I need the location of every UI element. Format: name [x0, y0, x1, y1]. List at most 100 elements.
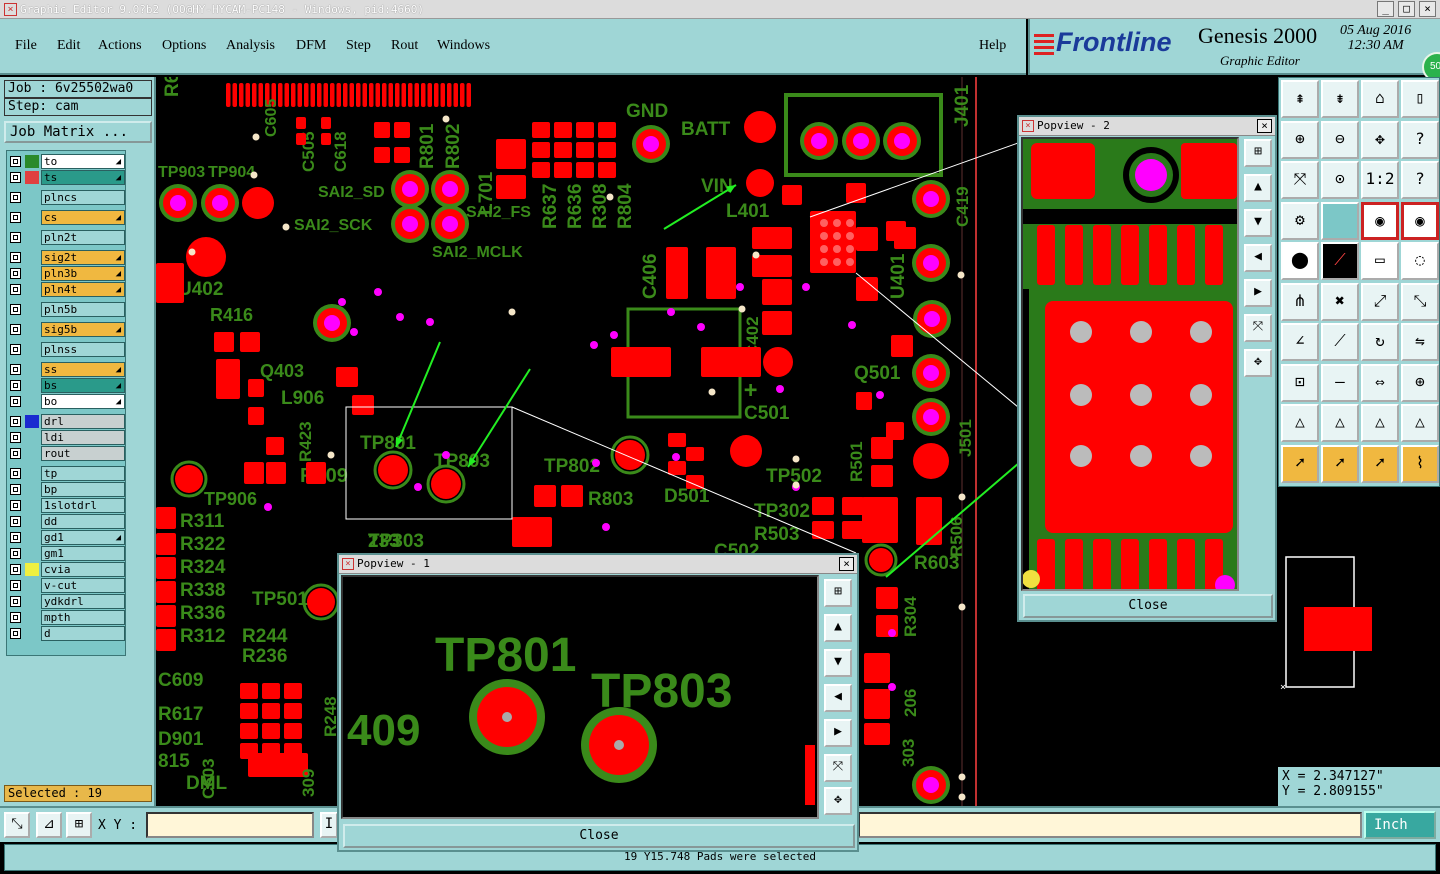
layer-color-swatch[interactable]	[25, 447, 39, 460]
layer-checkbox[interactable]	[10, 596, 21, 607]
layer-color-swatch[interactable]	[25, 363, 39, 376]
layer-row-sig5b[interactable]: sig5b◢	[7, 322, 127, 337]
delete-icon[interactable]: ✖	[1321, 282, 1359, 321]
layer-name[interactable]: dd	[41, 514, 125, 529]
layer-name[interactable]: pln2t	[41, 230, 125, 245]
layer-checkbox[interactable]	[10, 344, 21, 355]
copy-icon[interactable]: ⤡	[1401, 282, 1439, 321]
layer-color-swatch[interactable]	[25, 395, 39, 408]
layer-color-swatch[interactable]	[25, 415, 39, 428]
popview-center-icon[interactable]: ✥	[824, 787, 852, 815]
layer-color-swatch[interactable]	[25, 515, 39, 528]
pan-icon[interactable]: ✥	[1361, 120, 1399, 159]
layer-color-swatch[interactable]	[25, 563, 39, 576]
triangle-icon[interactable]: △	[1281, 404, 1319, 442]
menu-windows[interactable]: Windows	[437, 38, 491, 53]
ruler-icon[interactable]: ▭	[1361, 242, 1399, 280]
layer-color-swatch[interactable]	[25, 231, 39, 244]
layer-name[interactable]: bo◢	[41, 394, 125, 409]
layer-color-swatch[interactable]	[25, 627, 39, 640]
layer-checkbox[interactable]	[10, 564, 21, 575]
poly-icon[interactable]: △	[1361, 404, 1399, 442]
maximize-icon[interactable]: □	[1398, 1, 1415, 17]
mirror-icon[interactable]: ⇋	[1401, 323, 1439, 361]
layer-row-cvia[interactable]: cvia	[7, 562, 127, 577]
fit-icon[interactable]: ⤧	[1281, 161, 1319, 199]
layer-row-bp[interactable]: bp	[7, 482, 127, 497]
layer-color-swatch[interactable]	[25, 595, 39, 608]
layer-color-swatch[interactable]	[25, 547, 39, 560]
layer-color-swatch[interactable]	[25, 499, 39, 512]
distance-icon[interactable]: ⇔	[1361, 363, 1399, 402]
menu-step[interactable]: Step	[346, 38, 371, 53]
menu-file[interactable]: File	[15, 38, 37, 53]
layer-row-plnss[interactable]: plnss	[7, 342, 127, 357]
layer-name[interactable]: 1slotdrl	[41, 498, 125, 513]
layer-checkbox[interactable]	[10, 192, 21, 203]
menu-analysis[interactable]: Analysis	[226, 38, 275, 53]
layer-color-swatch[interactable]	[25, 211, 39, 224]
popview-down-icon[interactable]: ▼	[824, 649, 852, 677]
layer-row-cs[interactable]: cs◢	[7, 210, 127, 225]
layer-name[interactable]: to◢	[41, 154, 125, 169]
popview-1-view[interactable]: TP801 TP803 409	[341, 575, 819, 819]
layer-name[interactable]: sig2t◢	[41, 250, 125, 265]
layer-name[interactable]: plncs	[41, 190, 125, 205]
layer-name[interactable]: cvia	[41, 562, 125, 577]
layer-row-bo[interactable]: bo◢	[7, 394, 127, 409]
layer-checkbox[interactable]	[10, 416, 21, 427]
popview-2-close-button[interactable]: Close	[1023, 594, 1273, 618]
layer-row-ts[interactable]: ts◢	[7, 170, 127, 185]
feature-icon[interactable]: ⊡	[1281, 363, 1319, 402]
layer-name[interactable]: cs◢	[41, 210, 125, 225]
popview-1-titlebar[interactable]: × Popview - 1 ×	[339, 555, 857, 574]
layer-up-icon[interactable]: ⇞	[1281, 80, 1319, 118]
move-icon[interactable]: ⤢	[1361, 282, 1399, 321]
popview-center-icon[interactable]: ✥	[1244, 349, 1272, 377]
layer-color-swatch[interactable]	[25, 379, 39, 392]
layer-checkbox[interactable]	[10, 232, 21, 243]
measure-icon[interactable]: ⚙	[1281, 201, 1319, 240]
popview-up-icon[interactable]: ▲	[1244, 174, 1272, 202]
layer-row-ldi[interactable]: ldi	[7, 430, 127, 445]
layer-row-bs[interactable]: bs◢	[7, 378, 127, 393]
layer-name[interactable]: pln5b	[41, 302, 125, 317]
rotate-icon[interactable]: ↻	[1361, 323, 1399, 361]
snap-red-icon[interactable]: ◉	[1401, 201, 1439, 240]
popview-zoom-in-icon[interactable]: ⊞	[1244, 139, 1272, 167]
layer-checkbox[interactable]	[10, 172, 21, 183]
layer-checkbox[interactable]	[10, 252, 21, 263]
menu-edit[interactable]: Edit	[57, 38, 81, 53]
menu-help[interactable]: Help	[979, 38, 1007, 53]
layer-down-icon[interactable]: ⇟	[1321, 80, 1359, 118]
layer-checkbox[interactable]	[10, 268, 21, 279]
add-line-icon[interactable]: ⟋	[1321, 242, 1359, 280]
layer-row-dd[interactable]: dd	[7, 514, 127, 529]
layer-row-pln3b[interactable]: pln3b◢	[7, 266, 127, 281]
layer-checkbox[interactable]	[10, 284, 21, 295]
snap-mode-icon[interactable]: ⤡	[4, 812, 30, 838]
panel-icon[interactable]: ▯	[1401, 80, 1439, 118]
popview-2-close-icon[interactable]: ×	[1257, 119, 1272, 133]
zoom-in-icon[interactable]: ⊕	[1281, 120, 1319, 159]
layer-row-plncs[interactable]: plncs	[7, 190, 127, 205]
layer-name[interactable]: gd1◢	[41, 530, 125, 545]
layer-row-pln2t[interactable]: pln2t	[7, 230, 127, 245]
layer-row-1slotdrl[interactable]: 1slotdrl	[7, 498, 127, 513]
route-icon[interactable]: ⌇	[1401, 444, 1439, 483]
layer-row-pln5b[interactable]: pln5b	[7, 302, 127, 317]
layer-checkbox[interactable]	[10, 500, 21, 511]
layer-checkbox[interactable]	[10, 532, 21, 543]
app-icon[interactable]: ×	[4, 3, 17, 16]
layer-row-sig2t[interactable]: sig2t◢	[7, 250, 127, 265]
layer-name[interactable]: ydkdrl	[41, 594, 125, 609]
slope-icon[interactable]: ⟋	[1321, 323, 1359, 361]
popview-zoom-in-icon[interactable]: ⊞	[824, 579, 852, 607]
layer-checkbox[interactable]	[10, 156, 21, 167]
layer-row-d[interactable]: d	[7, 626, 127, 641]
layer-color-swatch[interactable]	[25, 483, 39, 496]
layer-name[interactable]: sig5b◢	[41, 322, 125, 337]
menu-options[interactable]: Options	[162, 38, 207, 53]
layer-color-swatch[interactable]	[25, 155, 39, 168]
